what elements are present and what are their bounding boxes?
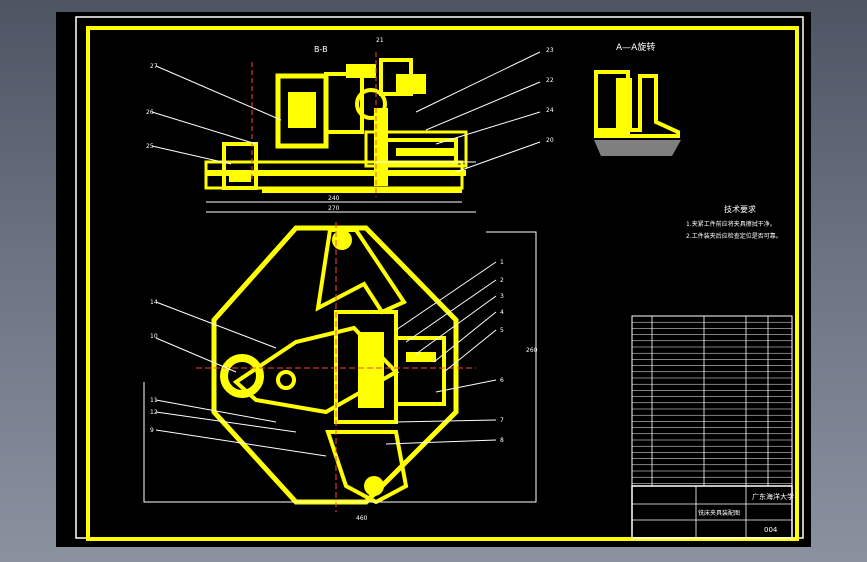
base-rail	[206, 170, 466, 176]
plan-view: 260 460 1 2 3 4 5 6 7 8 9 10 11 12 14	[143, 222, 538, 522]
small-pin-circle	[276, 370, 296, 390]
balloon-24: 24	[546, 107, 554, 114]
balloon-4: 4	[500, 309, 504, 316]
section-a-view: A—A旋转	[594, 41, 681, 156]
leader-9	[155, 429, 327, 457]
balloon-5: 5	[500, 327, 504, 334]
balloon-25: 25	[146, 143, 154, 150]
locating-pin-circle	[220, 354, 264, 398]
balloon-22: 22	[546, 77, 554, 84]
leader-4	[433, 311, 497, 363]
leader-2	[405, 279, 497, 343]
leader-11	[155, 399, 277, 423]
balloon-10: 10	[150, 333, 158, 340]
leader-22	[425, 81, 541, 131]
inner-frame	[86, 26, 799, 541]
balloon-11: 11	[150, 397, 158, 404]
top-pin	[332, 230, 352, 250]
leader-5	[443, 329, 497, 373]
outer-frame	[75, 16, 804, 539]
slider-insert	[396, 148, 456, 156]
tech-notes: 技术要求 1.夹紧工件前应将夹具擦拭干净。 2.工件装夹后应检查定位是否可靠。	[686, 204, 782, 240]
aa-base	[594, 74, 680, 138]
tech-title: 技术要求	[724, 204, 756, 214]
parts-rows	[632, 321, 792, 484]
dim-envelope	[143, 231, 537, 503]
balloon-6: 6	[500, 377, 504, 384]
parts-list	[631, 315, 793, 487]
balloon-27: 27	[150, 63, 158, 70]
bottom-pin	[364, 476, 384, 496]
balloon-12: 12	[150, 409, 158, 416]
aa-hatch	[594, 140, 681, 156]
balloon-14: 14	[150, 299, 158, 306]
leader-1	[395, 261, 497, 331]
leader-27	[155, 65, 282, 121]
leader-26	[151, 111, 257, 145]
top-clamp	[346, 64, 376, 78]
clamp-core	[358, 332, 384, 408]
bearing-circle	[355, 88, 387, 120]
base-bottom	[262, 187, 462, 193]
cad-drawing: 240 270 B-B 27 26 25 23 22 21 24 20 A—A旋…	[75, 16, 804, 541]
drawing-sheet: 240 270 B-B 27 26 25 23 22 21 24 20 A—A旋…	[56, 12, 811, 547]
leader-7	[395, 419, 497, 423]
aa-post	[616, 78, 632, 128]
title-block-frame	[631, 485, 793, 539]
shaft	[374, 108, 388, 186]
frame-lower	[325, 430, 409, 505]
balloon-26: 26	[146, 109, 154, 116]
leader-6	[435, 379, 497, 393]
balloon-20: 20	[546, 137, 554, 144]
leader-12	[155, 411, 297, 433]
frame-upper	[315, 228, 407, 315]
balloon-9: 9	[150, 427, 154, 434]
leader-10	[155, 337, 237, 373]
clamp-right-bar	[406, 352, 436, 362]
leader-8	[385, 439, 497, 445]
leader-23	[415, 51, 541, 113]
balloon-8: 8	[500, 437, 504, 444]
dim-270: 270	[328, 205, 340, 212]
leader-3	[415, 295, 497, 355]
title-block: 广东海洋大学 铣床夹具装配图 004	[631, 485, 794, 539]
dim-460: 460	[356, 515, 368, 522]
upper-insert	[396, 74, 426, 94]
balloon-23: 23	[546, 47, 554, 54]
tech-line-1: 1.夹紧工件前应将夹具擦拭干净。	[686, 220, 776, 228]
balloon-3: 3	[500, 293, 504, 300]
balloon-21: 21	[376, 37, 384, 44]
balloon-7: 7	[500, 417, 504, 424]
leader-20	[455, 141, 541, 173]
clamp-right	[394, 336, 446, 406]
left-bolt	[229, 172, 251, 182]
drawing-number: 004	[764, 526, 778, 534]
leader-14	[155, 301, 277, 349]
top-view: 240 270 B-B 27 26 25 23 22 21 24 20	[146, 37, 554, 213]
dim-240: 240	[328, 195, 340, 202]
school-name: 广东海洋大学	[752, 492, 794, 501]
section-a-title: A—A旋转	[616, 41, 655, 53]
part-name: 铣床夹具装配图	[698, 509, 740, 517]
body-block	[324, 72, 364, 134]
balloon-1: 1	[500, 259, 504, 266]
leader-24	[435, 111, 541, 145]
dim-260: 260	[526, 347, 538, 354]
balloon-2: 2	[500, 277, 504, 284]
section-b-label: B-B	[314, 45, 328, 54]
leader-25	[151, 145, 232, 165]
tech-line-2: 2.工件装夹后应检查定位是否可靠。	[686, 232, 782, 240]
body-core	[288, 92, 316, 128]
left-block	[222, 142, 258, 190]
